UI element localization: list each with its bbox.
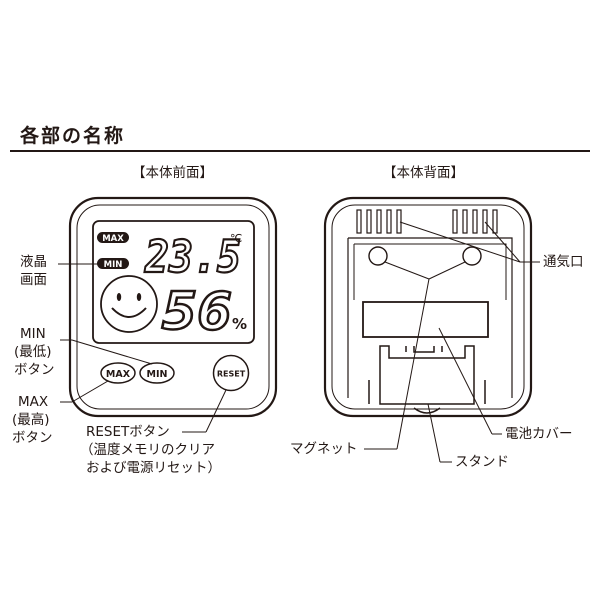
- label-stand: スタンド: [455, 454, 509, 470]
- title-underline: [10, 150, 590, 152]
- lcd-max-tag: MAX: [102, 234, 124, 244]
- section-title: 各部の名称: [20, 125, 126, 147]
- label-lcd-line1: 液晶: [20, 254, 47, 270]
- battery-cover: [362, 301, 489, 338]
- min-button[interactable]: MIN: [147, 369, 168, 380]
- label-min-line2: (最低): [14, 344, 52, 360]
- smiley-icon: [100, 275, 158, 333]
- back-heading: 【本体背面】: [383, 165, 464, 181]
- front-leader-lines: [58, 263, 227, 433]
- lcd-temperature: 23.5: [144, 232, 241, 283]
- front-body: [68, 196, 278, 418]
- back-recess: [347, 237, 513, 398]
- label-max-line3: ボタン: [12, 430, 53, 446]
- magnet-left: [368, 246, 388, 266]
- max-button-shape: [100, 362, 136, 384]
- vent-slots: [356, 209, 498, 234]
- max-button[interactable]: MAX: [106, 369, 131, 380]
- lcd-content: MAX MIN 23.5 ℃ 56 %: [97, 231, 247, 343]
- label-reset-line3: および電源リセット）: [86, 460, 221, 476]
- front-body-inner: [76, 204, 270, 410]
- back-leader-lines: [364, 221, 540, 463]
- lcd-humidity: 56: [162, 282, 232, 342]
- label-lcd-line2: 画面: [20, 272, 47, 288]
- front-heading: 【本体前面】: [132, 165, 213, 181]
- label-min-line1: MIN: [20, 326, 46, 342]
- label-magnet: マグネット: [290, 441, 358, 457]
- magnet-right: [462, 246, 482, 266]
- label-vent: 通気口: [543, 254, 584, 270]
- min-button-shape: [139, 362, 175, 384]
- lcd-humidity-unit: %: [232, 315, 247, 333]
- lcd-temp-unit: ℃: [230, 232, 242, 245]
- label-reset-line2: （温度メモリのクリア: [80, 442, 215, 458]
- stand-shape: [368, 345, 486, 414]
- lcd-screen: [92, 220, 255, 344]
- label-battery-cover: 電池カバー: [505, 426, 573, 442]
- label-reset-line1: RESETボタン: [86, 424, 170, 440]
- back-body: [323, 196, 533, 418]
- label-max-line2: (最高): [12, 412, 50, 428]
- reset-button-shape: [212, 354, 250, 392]
- back-body-inner: [331, 204, 525, 410]
- reset-button[interactable]: RESET: [217, 370, 246, 379]
- label-max-line1: MAX: [18, 394, 49, 410]
- lcd-min-tag: MIN: [104, 260, 123, 270]
- label-min-line3: ボタン: [14, 362, 55, 378]
